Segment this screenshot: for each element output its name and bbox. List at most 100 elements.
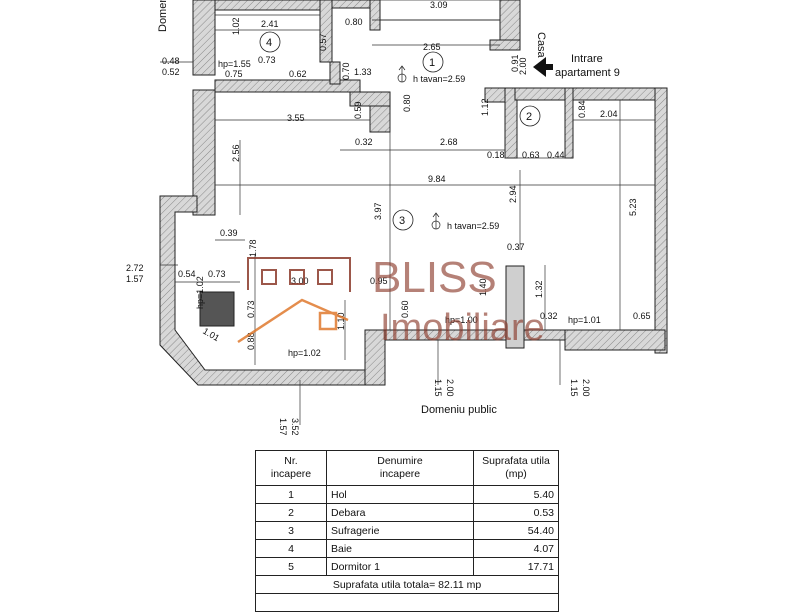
dim-label: 2.56	[231, 144, 241, 162]
cell-name: Debara	[326, 503, 474, 522]
dim-label: 0.88	[246, 332, 256, 350]
dim-label: 0.48	[162, 56, 180, 66]
room-markers	[259, 31, 541, 231]
table-header-row: Nr. incapere Denumire incapere Suprafata…	[255, 450, 559, 486]
dim-label: hp=1.02	[288, 348, 321, 358]
cell-nr: 3	[255, 521, 327, 540]
dim-label: 0.65	[633, 311, 651, 321]
cell-nr: 2	[255, 503, 327, 522]
entrance-arrow-icon	[533, 57, 546, 77]
dim-label: 0.62	[289, 69, 307, 79]
walls	[159, 0, 668, 386]
dim-label: 0.91	[510, 54, 520, 72]
dim-label: 0.70	[341, 62, 351, 80]
dim-label: 0.32	[355, 137, 373, 147]
cell-name: Sufragerie	[326, 521, 474, 540]
dim-label: 3.97	[373, 202, 383, 220]
logo-brand-bottom: Imobiliare	[380, 307, 545, 349]
logo-brand-top: BLISS	[372, 253, 497, 302]
dim-label: 3.55	[287, 113, 305, 123]
table-row: 5 Dormitor 1 17.71	[255, 557, 559, 576]
cell-name: Hol	[326, 485, 474, 504]
dim-label: 3.00	[291, 276, 309, 286]
entrance-label: Intrare	[571, 53, 603, 65]
floor-plan: 4 1 2 3 h tavan=2.59 h tavan=2.59 Domeni…	[126, 0, 668, 436]
dim-label: 2.00	[445, 379, 455, 397]
dim-label: 2.94	[508, 185, 518, 203]
table-total-row: Suprafata utila totala= 82.11 mp	[255, 575, 559, 594]
dim-label: 0.95	[370, 276, 388, 286]
public-domain-label: Domeniu public	[421, 404, 497, 416]
header-area: Suprafata utila (mp)	[473, 450, 559, 486]
dim-label: 2.04	[600, 109, 618, 119]
cell-nr: 1	[255, 485, 327, 504]
dim-label: hp=1.01	[568, 315, 601, 325]
dim-label: 5.23	[628, 198, 638, 216]
dim-label: 0.73	[258, 55, 276, 65]
dim-label: 0.44	[547, 150, 565, 160]
dim-label: 1.12	[480, 98, 490, 116]
room-2-number: 2	[526, 111, 532, 123]
dim-label: 1.40	[478, 278, 488, 296]
apartment-label: apartament 9	[555, 67, 620, 79]
header-name: Denumire incapere	[326, 450, 474, 486]
dim-label: 2.41	[261, 19, 279, 29]
table-row: 4 Baie 4.07	[255, 539, 559, 558]
dim-label: 3.09	[430, 0, 448, 10]
cell-nr: 5	[255, 557, 327, 576]
dim-label: 0.18	[487, 150, 505, 160]
dim-label: 0.75	[225, 69, 243, 79]
casa-label: Casa	[535, 32, 547, 59]
room-4-number: 4	[266, 37, 272, 49]
dim-label: 1.02	[231, 17, 241, 35]
table-row: 2 Debara 0.53	[255, 503, 559, 522]
cell-name: Dormitor 1	[326, 557, 474, 576]
ceiling-height-room3: h tavan=2.59	[447, 221, 499, 231]
table-empty-row	[255, 593, 559, 612]
dim-label: 0.80	[345, 17, 363, 27]
ceiling-height-room1: h tavan=2.59	[413, 74, 465, 84]
table-row: 1 Hol 5.40	[255, 485, 559, 504]
dim-label: 0.60	[400, 300, 410, 318]
dim-label: 0.73	[208, 269, 226, 279]
cell-area: 4.07	[473, 539, 559, 558]
dim-label: hp=1.55	[218, 59, 251, 69]
dim-label: 2.00	[518, 57, 528, 75]
bliss-logo: BLISS Imobiliare	[237, 253, 545, 349]
dim-label: 1.15	[569, 379, 579, 397]
empty-cell	[255, 593, 559, 612]
dim-label: 1.57	[278, 418, 288, 436]
cell-name: Baie	[326, 539, 474, 558]
dim-label: 0.59	[353, 101, 363, 119]
dim-label: 0.39	[220, 228, 238, 238]
ceiling-height-icon	[397, 65, 441, 230]
dim-label: 2.72	[126, 263, 144, 273]
dimension-labels: 3.09 0.80 2.41 1.02 0.57 2.65 0.91 2.00 …	[126, 0, 651, 436]
table-row: 3 Sufragerie 54.40	[255, 521, 559, 540]
room-1-number: 1	[429, 57, 435, 69]
dim-label: 1.33	[354, 67, 372, 77]
dim-label: 9.84	[428, 174, 446, 184]
room-area-table: Nr. incapere Denumire incapere Suprafata…	[255, 450, 559, 612]
dim-label: hp=1.02	[195, 276, 205, 309]
dim-label: 1.78	[248, 239, 258, 257]
dim-label: 0.57	[318, 33, 328, 51]
dim-label: 0.52	[162, 67, 180, 77]
dim-label: 2.00	[581, 379, 591, 397]
dim-label: 0.37	[507, 242, 525, 252]
dim-label: hp=1.00	[445, 315, 478, 325]
header-nr: Nr. incapere	[255, 450, 327, 486]
dim-label: 1.32	[534, 280, 544, 298]
cell-area: 54.40	[473, 521, 559, 540]
cell-area: 5.40	[473, 485, 559, 504]
dim-label: 0.73	[246, 300, 256, 318]
dim-label: 0.63	[522, 150, 540, 160]
dim-label: 2.65	[423, 42, 441, 52]
dim-label: 1.01	[201, 326, 221, 343]
dim-label: 1.57	[126, 274, 144, 284]
dim-label: 2.68	[440, 137, 458, 147]
room-3-number: 3	[399, 215, 405, 227]
total-area: Suprafata utila totala= 82.11 mp	[255, 575, 559, 594]
dim-label: 0.32	[540, 311, 558, 321]
cell-area: 0.53	[473, 503, 559, 522]
